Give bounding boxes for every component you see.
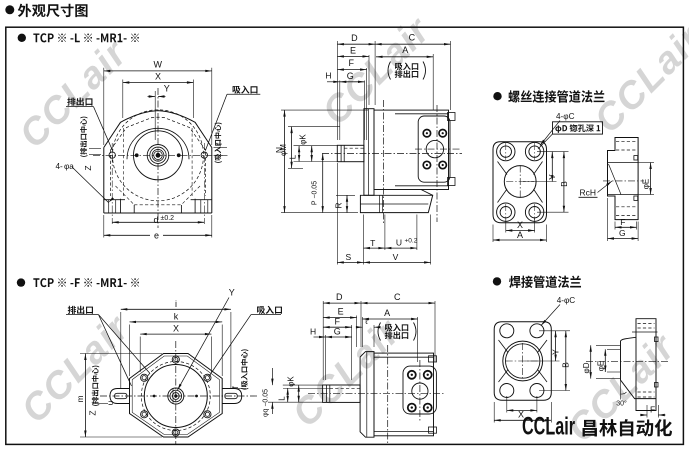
svg-text:H: H [325, 70, 331, 80]
svg-text:φE: φE [596, 361, 605, 372]
svg-text:H: H [310, 327, 316, 337]
svg-text:A: A [384, 308, 390, 318]
svg-text:Y: Y [164, 84, 170, 94]
svg-text:B: B [561, 362, 571, 368]
svg-text:F: F [650, 404, 655, 414]
svg-text:G: G [334, 327, 341, 337]
svg-text:F: F [349, 58, 355, 68]
svg-text:φD: φD [582, 362, 591, 373]
svg-text:i: i [175, 299, 177, 309]
svg-text:Y: Y [550, 349, 560, 355]
svg-text:X: X [518, 410, 524, 420]
svg-text:CCLair: CCLair [522, 413, 575, 441]
svg-text:4-φC: 4-φC [556, 112, 575, 121]
svg-text:B: B [559, 181, 569, 187]
svg-text:e: e [154, 230, 159, 240]
svg-text:L: L [278, 396, 287, 401]
svg-text:4-φC: 4-φC [557, 296, 576, 305]
svg-text:G: G [619, 228, 626, 238]
svg-text:φE: φE [641, 179, 650, 190]
svg-text:C: C [394, 292, 401, 302]
svg-text:f: f [231, 386, 240, 389]
svg-text:u: u [106, 401, 115, 405]
svg-text:T: T [370, 238, 375, 248]
svg-text:F: F [334, 316, 340, 326]
svg-text:A: A [517, 230, 523, 240]
svg-text:P −0.05: P −0.05 [312, 181, 319, 205]
svg-text:G: G [347, 71, 354, 81]
svg-text:m: m [75, 395, 85, 402]
svg-text:f: f [215, 142, 224, 145]
svg-text:D: D [351, 33, 358, 43]
svg-text:Y: Y [229, 288, 235, 298]
svg-text:S: S [345, 252, 351, 262]
svg-text:E: E [350, 45, 356, 55]
svg-text:F: F [620, 217, 625, 227]
svg-text:φK: φK [298, 134, 307, 145]
svg-text:X: X [155, 72, 161, 82]
svg-text:4-: 4- [56, 162, 64, 171]
svg-text:φq −0.05: φq −0.05 [263, 389, 270, 417]
svg-text:A: A [402, 45, 408, 55]
svg-text:X: X [517, 220, 523, 230]
svg-text:Z: Z [83, 165, 93, 170]
svg-text:φa: φa [64, 162, 74, 171]
svg-text:W: W [154, 60, 163, 70]
svg-text:L: L [288, 154, 297, 159]
svg-text:Y: Y [547, 174, 557, 180]
svg-text:+0.2: +0.2 [405, 238, 418, 245]
svg-text:±0.2: ±0.2 [161, 215, 175, 222]
svg-text:X: X [173, 324, 179, 334]
svg-text:N: N [274, 147, 284, 153]
svg-text:RcH: RcH [580, 188, 597, 198]
svg-text:U: U [396, 238, 402, 248]
svg-text:d: d [153, 215, 158, 225]
svg-text:C: C [409, 33, 416, 43]
svg-text:φK: φK [287, 376, 296, 387]
svg-text:R: R [334, 202, 344, 208]
svg-text:D: D [336, 292, 343, 302]
svg-text:V: V [393, 252, 399, 262]
svg-text:E: E [338, 307, 344, 317]
svg-text:k: k [174, 311, 179, 321]
svg-text:Z: Z [88, 410, 98, 415]
svg-text:30°: 30° [616, 400, 627, 408]
svg-text:ℓ: ℓ [364, 317, 368, 326]
svg-text:φM: φM [279, 144, 288, 156]
